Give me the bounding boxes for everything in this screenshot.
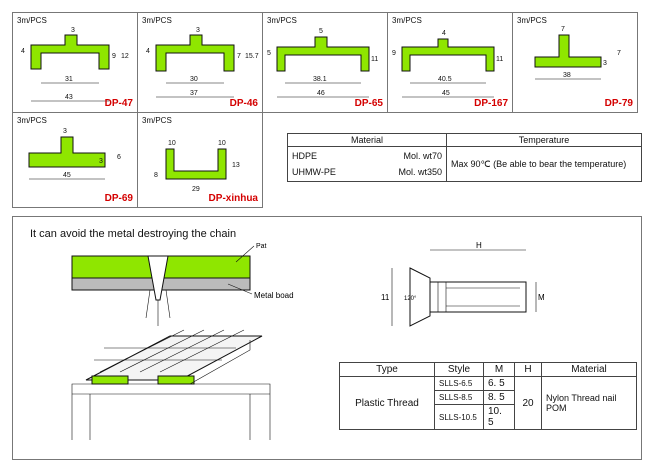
h-value: 20: [514, 376, 542, 430]
profile-code: DP-xinhua: [208, 193, 258, 204]
dim: 4: [442, 30, 446, 37]
dim: 11: [496, 56, 503, 63]
dim: 4: [21, 48, 25, 55]
dp-46-drawing: 3 4 30 37 7 15.7: [146, 27, 259, 98]
m-value: 6. 5: [483, 376, 515, 391]
dim: 29: [192, 186, 200, 193]
dp-69-drawing: 3 3 6 45: [28, 128, 121, 180]
thread-table: Type Style M H Material Plastic Thread S…: [339, 362, 637, 430]
profile-code: DP-69: [104, 193, 133, 204]
style-value: SLLS-6.5: [434, 376, 484, 391]
m-header: M: [483, 362, 515, 377]
material-name: UHMW-PE: [292, 167, 336, 177]
dim: 30: [190, 76, 198, 83]
dim: 37: [190, 90, 198, 97]
profile-code: DP-79: [604, 98, 633, 109]
style-header: Style: [434, 362, 484, 377]
dim: 10: [168, 140, 176, 147]
pcs-label: 3m/PCS: [517, 16, 547, 25]
pat-label: Pat: [256, 243, 267, 250]
material-header: Material: [541, 362, 637, 377]
dim: 45: [63, 172, 71, 179]
dim: 15.7: [245, 53, 259, 60]
nail-m-label: M: [538, 293, 545, 302]
type-value: Plastic Thread: [339, 376, 435, 430]
dim: 3: [71, 27, 75, 34]
dim: 38: [563, 72, 571, 79]
pcs-label: 3m/PCS: [142, 116, 172, 125]
dim: 3: [63, 128, 67, 135]
dim: 5: [267, 50, 271, 57]
profile-code: DP-167: [474, 98, 508, 109]
nail-dia-label: 11: [381, 293, 390, 302]
dim: 5: [319, 28, 323, 35]
dim: 46: [317, 90, 325, 97]
nail-h-label: H: [476, 241, 482, 250]
profile-dp-167: 3m/PCS 4 9 40.5 45 11 DP-167: [387, 12, 513, 113]
dim: 12: [121, 53, 129, 60]
type-header: Type: [339, 362, 435, 377]
dim: 4: [146, 48, 150, 55]
pcs-label: 3m/PCS: [17, 116, 47, 125]
dim: 7: [617, 50, 621, 57]
dim: 7: [561, 26, 565, 33]
profile-dp-79: 3m/PCS 7 38 3 7 DP-79: [512, 12, 638, 113]
profile-code: DP-47: [104, 98, 133, 109]
profile-dp-65: 3m/PCS 5 5 38.1 46 11 DP-65: [262, 12, 388, 113]
pcs-label: 3m/PCS: [17, 16, 47, 25]
dim: 6: [117, 154, 121, 161]
dim: 45: [442, 90, 450, 97]
dp-167-drawing: 4 9 40.5 45 11: [392, 30, 503, 98]
profile-dp-69: 3m/PCS 3 3 6 45 DP-69: [12, 112, 138, 208]
dim: 7: [237, 53, 241, 60]
material-table: Material Temperature HDPE Mol. wt70 UHMW…: [287, 133, 642, 182]
h-header: H: [514, 362, 542, 377]
chain-section-title: It can avoid the metal destroying the ch…: [30, 228, 237, 240]
material-name: HDPE: [292, 151, 318, 161]
metal-board-label: Metal boad: [254, 291, 294, 300]
nail-angle-label: 120°: [404, 296, 417, 302]
material-value: Nylon Thread nail POM: [541, 376, 637, 430]
dim: 9: [392, 50, 396, 57]
material-rows: HDPE Mol. wt70 UHMW-PE Mol. wt350: [287, 146, 447, 182]
dim: 9: [112, 53, 116, 60]
dim: 43: [65, 94, 73, 101]
dim: 31: [65, 76, 73, 83]
dp-65-drawing: 5 5 38.1 46 11: [267, 28, 378, 98]
profile-code: DP-46: [229, 98, 258, 109]
m-value: 10. 5: [483, 404, 515, 430]
pcs-label: 3m/PCS: [267, 16, 297, 25]
profile-dp-47: 3m/PCS 3 4 31 43 9 12 DP-47: [12, 12, 138, 113]
dim: 3: [99, 158, 103, 165]
profile-dp-xinhua: 3m/PCS 10 10 8 29 13 DP-xinhua: [137, 112, 263, 208]
material-weight: Mol. wt350: [398, 167, 442, 177]
dim: 10: [218, 140, 226, 147]
material-weight: Mol. wt70: [403, 151, 442, 161]
dim: 3: [603, 60, 607, 67]
dim: 8: [154, 172, 158, 179]
temperature-value: Max 90℃ (Be able to bear the temperature…: [446, 146, 642, 182]
pcs-label: 3m/PCS: [142, 16, 172, 25]
style-value: SLLS-10.5: [434, 404, 484, 430]
m-value: 8. 5: [483, 390, 515, 405]
dp-47-drawing: 3 4 31 43 9 12: [21, 27, 129, 102]
dim: 3: [196, 27, 200, 34]
dp-xinhua-drawing: 10 10 8 29 13: [154, 140, 240, 193]
dim: 11: [371, 56, 378, 63]
dim: 13: [232, 162, 240, 169]
dim: 38.1: [313, 76, 327, 83]
dim: 40.5: [438, 76, 452, 83]
pcs-label: 3m/PCS: [392, 16, 422, 25]
style-value: SLLS-8.5: [434, 390, 484, 405]
profile-code: DP-65: [354, 98, 383, 109]
dp-79-drawing: 7 38 3 7: [534, 26, 621, 80]
